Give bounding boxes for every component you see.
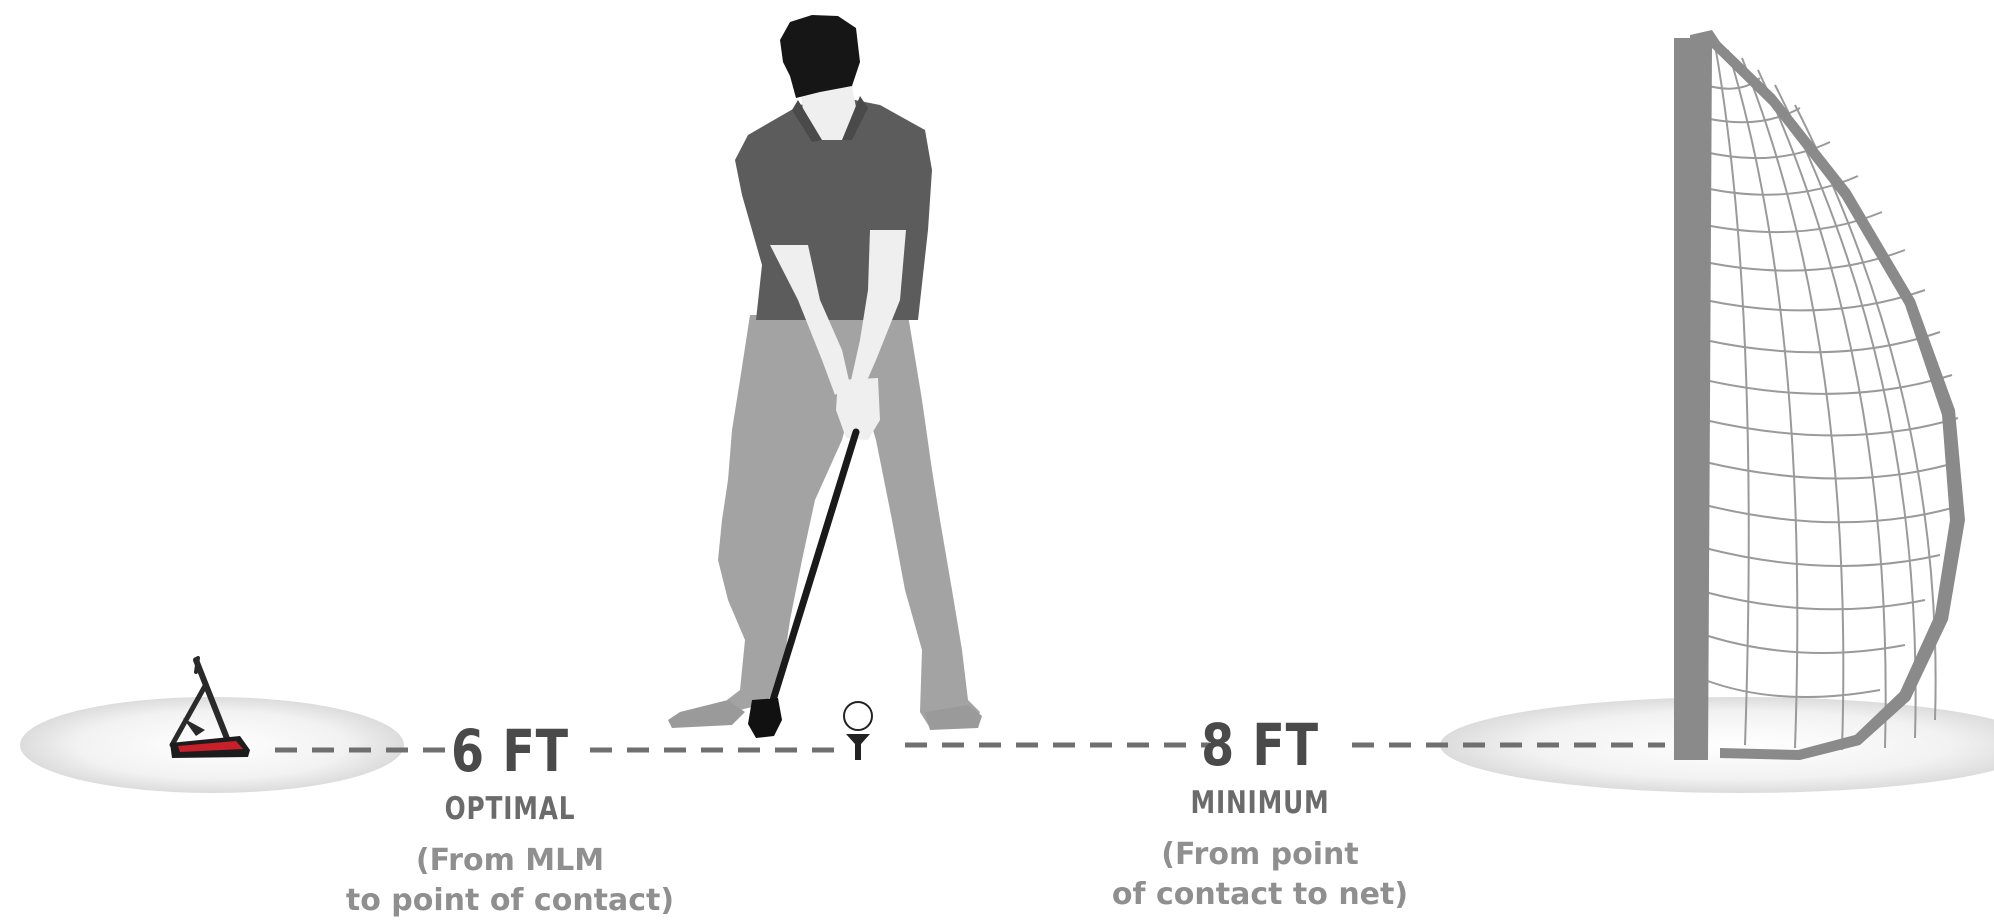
distance-8ft: 8 FT bbox=[1088, 716, 1432, 774]
optimal-note-line2: to point of contact) bbox=[300, 881, 720, 921]
golfer-figure bbox=[668, 15, 982, 738]
distance-6ft: 6 FT bbox=[338, 722, 682, 780]
net-ground-shadow bbox=[1440, 697, 1994, 793]
minimum-distance-label: 8 FT MINIMUM (From point of contact to n… bbox=[1050, 716, 1470, 915]
minimum-note-line2: of contact to net) bbox=[1050, 875, 1470, 915]
optimal-note-line1: (From MLM bbox=[300, 841, 720, 881]
optimal-distance-label: 6 FT OPTIMAL (From MLM to point of conta… bbox=[300, 722, 720, 921]
minimum-note-line1: (From point bbox=[1050, 835, 1470, 875]
golf-ball-on-tee-icon bbox=[844, 702, 872, 760]
minimum-note: (From point of contact to net) bbox=[1050, 835, 1470, 915]
minimum-label: MINIMUM bbox=[1092, 788, 1428, 819]
optimal-label: OPTIMAL bbox=[342, 794, 678, 825]
optimal-note: (From MLM to point of contact) bbox=[300, 841, 720, 921]
practice-net-icon bbox=[1674, 30, 1965, 760]
